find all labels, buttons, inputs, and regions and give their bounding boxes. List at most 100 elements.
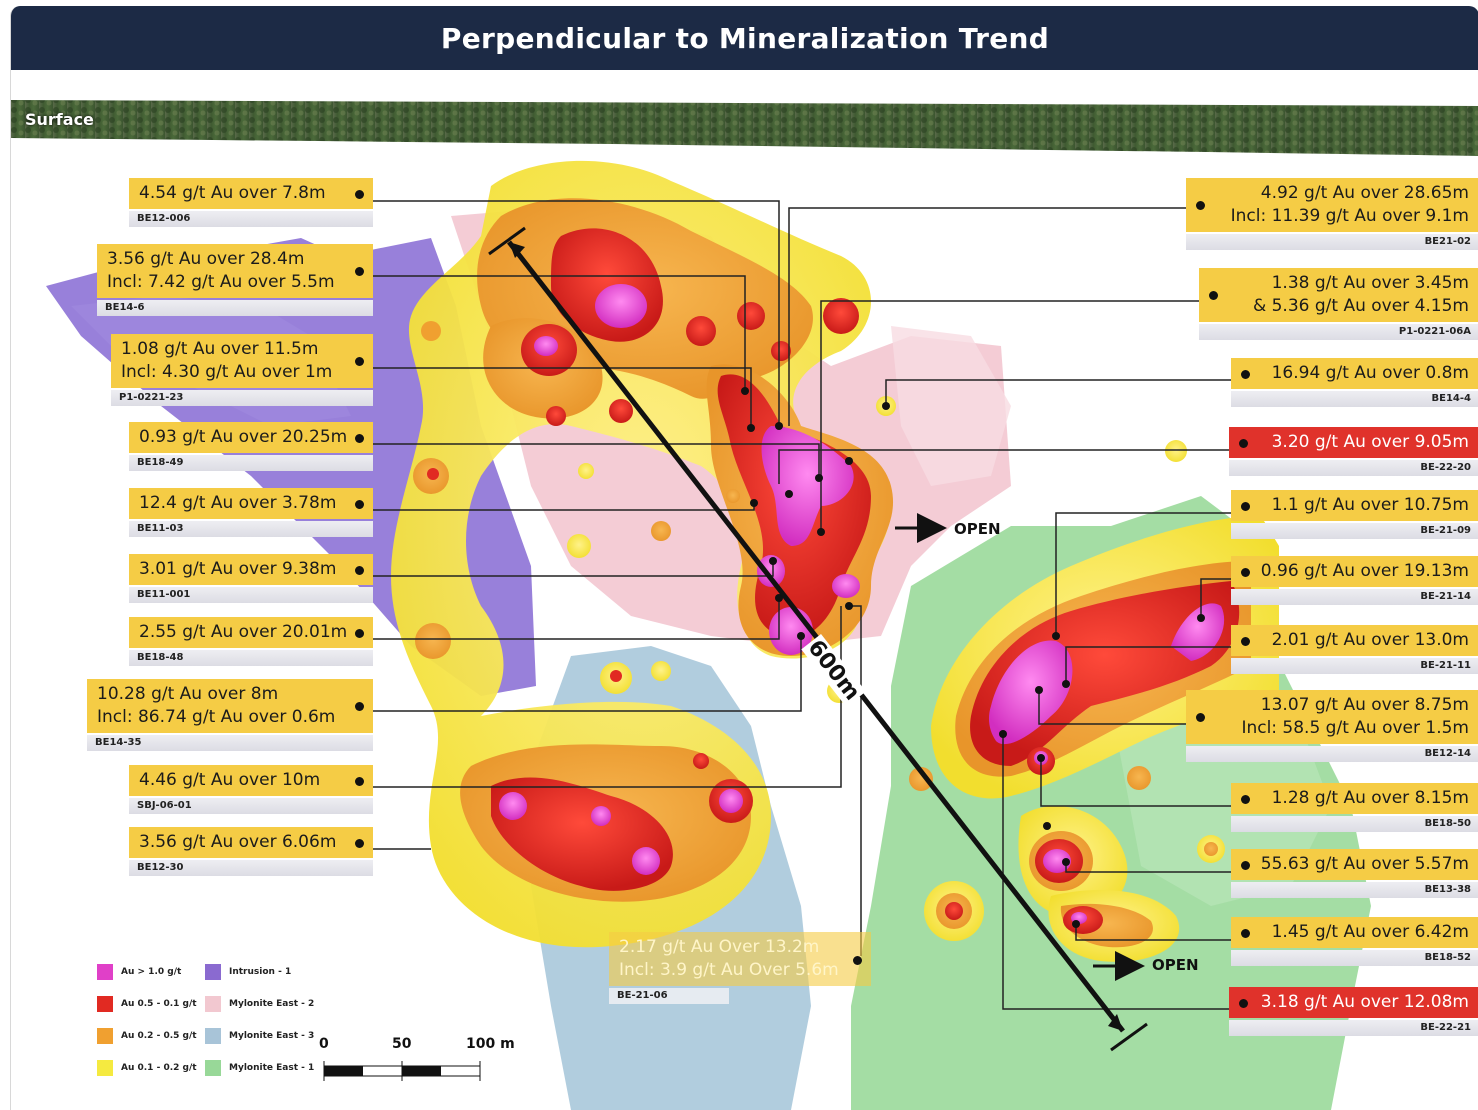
assay-label-line: 3.56 g/t Au over 28.4m — [107, 248, 363, 271]
scale-tick-50: 50 — [392, 1036, 411, 1052]
assay-label-right-9: 55.63 g/t Au over 5.57m — [1231, 849, 1478, 880]
leader-dot — [1209, 291, 1218, 300]
drill-hole-id: BE14-4 — [1231, 391, 1478, 407]
leader-dot — [1241, 795, 1250, 804]
assay-label-line: 4.46 g/t Au over 10m — [139, 769, 363, 792]
assay-label-left-8: 4.46 g/t Au over 10m — [129, 765, 373, 796]
leader-dot — [355, 629, 364, 638]
assay-label-line: 4.54 g/t Au over 7.8m — [139, 182, 363, 205]
drill-hole-id: BE-21-14 — [1231, 589, 1478, 605]
assay-label-line: 1.38 g/t Au over 3.45m — [1209, 272, 1469, 295]
drill-hole-id: BE18-48 — [129, 650, 373, 666]
assay-label-line: 10.28 g/t Au over 8m — [97, 683, 363, 706]
legend-label: Au 0.1 - 0.2 g/t — [121, 1063, 197, 1073]
leader-dot — [1241, 370, 1250, 379]
assay-label-line: Incl: 7.42 g/t Au over 5.5m — [107, 271, 363, 294]
figure-frame: Perpendicular to Mineralization Trend — [10, 6, 1478, 1110]
drill-hole-id: P1-0221-06A — [1199, 324, 1478, 340]
leader-dot — [1239, 999, 1248, 1008]
leader-dot — [355, 702, 364, 711]
legend-item: Au 0.2 - 0.5 g/t — [97, 1028, 197, 1044]
drill-hole-id: BE-21-06 — [609, 988, 729, 1004]
drill-hole-id: BE12-006 — [129, 211, 373, 227]
assay-label-line: 3.56 g/t Au over 6.06m — [139, 831, 363, 854]
assay-label-line: 3.20 g/t Au over 9.05m — [1239, 431, 1469, 454]
legend-label: Au > 1.0 g/t — [121, 967, 181, 977]
legend-swatch — [97, 964, 113, 980]
drill-hole-id: BE-22-21 — [1229, 1020, 1478, 1036]
drill-hole-id: BE14-6 — [97, 300, 373, 316]
assay-label-line: & 5.36 g/t Au over 4.15m — [1209, 295, 1469, 318]
assay-label-line: 4.92 g/t Au over 28.65m — [1196, 182, 1469, 205]
drill-hole-id: BE14-35 — [87, 735, 373, 751]
assay-label-line: 1.08 g/t Au over 11.5m — [121, 338, 363, 361]
legend-item: Au > 1.0 g/t — [97, 964, 181, 980]
legend-swatch — [97, 1028, 113, 1044]
legend-label: Mylonite East - 2 — [229, 999, 314, 1009]
leader-dot — [355, 777, 364, 786]
legend-swatch — [97, 1060, 113, 1076]
leader-dot — [355, 500, 364, 509]
scale-tick-0: 0 — [319, 1036, 329, 1052]
leader-dot — [1196, 713, 1205, 722]
legend-label: Mylonite East - 3 — [229, 1031, 314, 1041]
assay-label-line: 1.28 g/t Au over 8.15m — [1241, 787, 1469, 810]
leader-dot — [355, 839, 364, 848]
drill-hole-id: BE13-38 — [1231, 882, 1478, 898]
assay-label-left-4: 12.4 g/t Au over 3.78m — [129, 488, 373, 519]
open-label-upper: OPEN — [954, 520, 1001, 538]
legend-item: Mylonite East - 1 — [205, 1060, 314, 1076]
scale-tick-100: 100 m — [466, 1036, 515, 1052]
legend-swatch — [205, 996, 221, 1012]
drill-hole-id: BE-21-11 — [1231, 658, 1478, 674]
leader-dot — [1241, 929, 1250, 938]
leader-dot — [355, 566, 364, 575]
assay-label-right-8: 1.28 g/t Au over 8.15m — [1231, 783, 1478, 814]
assay-label-line: 12.4 g/t Au over 3.78m — [139, 492, 363, 515]
drill-hole-id: P1-0221-23 — [111, 390, 373, 406]
legend-label: Mylonite East - 1 — [229, 1063, 314, 1073]
assay-label-line: 55.63 g/t Au over 5.57m — [1241, 853, 1469, 876]
assay-label-line: 0.96 g/t Au over 19.13m — [1241, 560, 1469, 583]
legend-item: Intrusion - 1 — [205, 964, 291, 980]
assay-label-line: 3.18 g/t Au over 12.08m — [1239, 991, 1469, 1014]
assay-label-line: 16.94 g/t Au over 0.8m — [1241, 362, 1469, 385]
drill-hole-id: BE18-49 — [129, 455, 373, 471]
leader-dot — [355, 357, 364, 366]
leader-dot — [1241, 568, 1250, 577]
legend-swatch — [205, 1060, 221, 1076]
assay-label-right-10: 1.45 g/t Au over 6.42m — [1231, 917, 1478, 948]
assay-label-line: Incl: 58.5 g/t Au over 1.5m — [1196, 717, 1469, 740]
drill-hole-id: BE12-30 — [129, 860, 373, 876]
drill-hole-id: BE-21-09 — [1231, 523, 1478, 539]
surface-label: Surface — [25, 110, 94, 129]
leader-dot — [355, 434, 364, 443]
legend-label: Au 0.2 - 0.5 g/t — [121, 1031, 197, 1041]
assay-label-line: 1.45 g/t Au over 6.42m — [1241, 921, 1469, 944]
leader-dot — [1196, 201, 1205, 210]
assay-label-line: 1.1 g/t Au over 10.75m — [1241, 494, 1469, 517]
drill-hole-id: BE11-001 — [129, 587, 373, 603]
legend-swatch — [205, 1028, 221, 1044]
legend-item: Mylonite East - 3 — [205, 1028, 314, 1044]
legend-item: Au 0.1 - 0.2 g/t — [97, 1060, 197, 1076]
assay-label-right-11: 3.18 g/t Au over 12.08m — [1229, 987, 1478, 1018]
legend-label: Au 0.5 - 0.1 g/t — [121, 999, 197, 1009]
assay-label-left-7: 10.28 g/t Au over 8mIncl: 86.74 g/t Au o… — [87, 679, 373, 733]
legend-item: Mylonite East - 2 — [205, 996, 314, 1012]
assay-label-line: 2.55 g/t Au over 20.01m — [139, 621, 363, 644]
drill-hole-id: BE18-52 — [1231, 950, 1478, 966]
assay-label-line: 2.17 g/t Au Over 13.2m — [619, 936, 861, 959]
drill-hole-id: BE-22-20 — [1229, 460, 1478, 476]
legend-swatch — [97, 996, 113, 1012]
drill-hole-id: SBJ-06-01 — [129, 798, 373, 814]
assay-label-right-1: 1.38 g/t Au over 3.45m& 5.36 g/t Au over… — [1199, 268, 1478, 322]
drill-hole-id: BE21-02 — [1186, 234, 1478, 250]
assay-label-left-9: 3.56 g/t Au over 6.06m — [129, 827, 373, 858]
assay-label-line: 13.07 g/t Au over 8.75m — [1196, 694, 1469, 717]
assay-label-line: Incl: 4.30 g/t Au over 1m — [121, 361, 363, 384]
leader-dot — [355, 267, 364, 276]
